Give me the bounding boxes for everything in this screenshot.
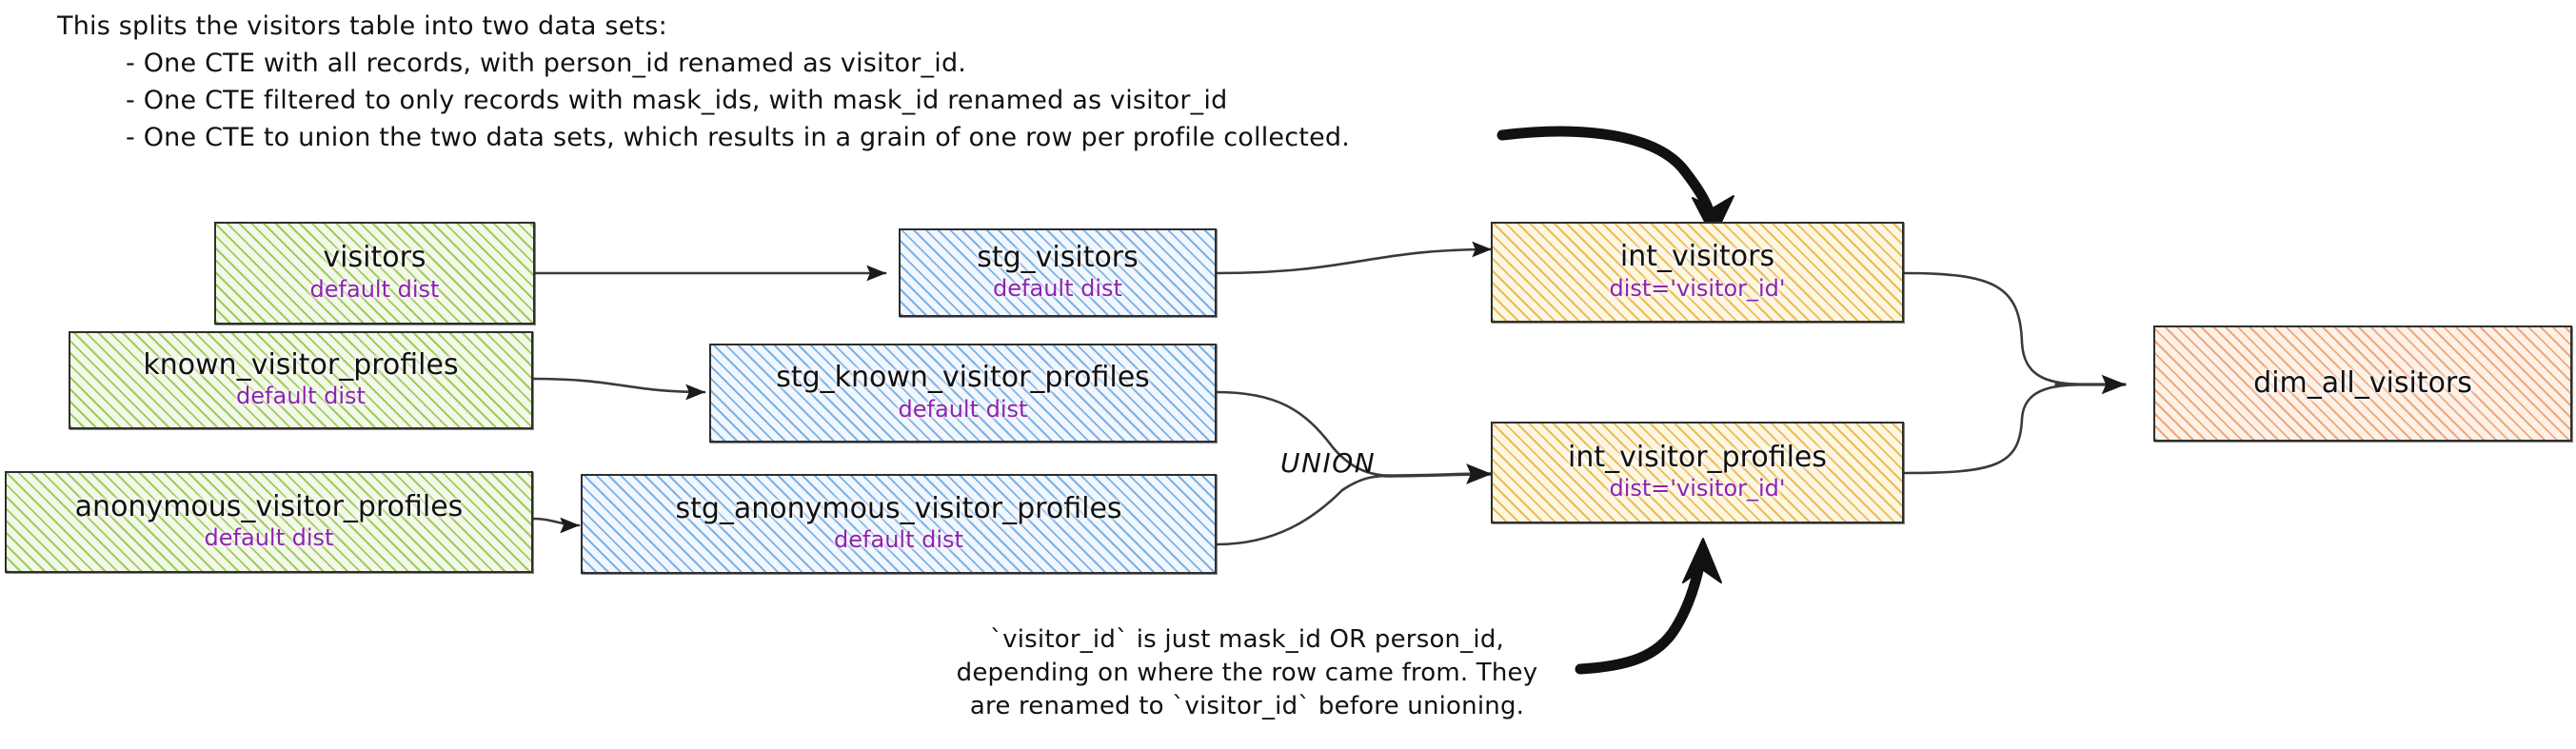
node-int-visitors-subtitle: dist='visitor_id' bbox=[1609, 274, 1786, 302]
annotation-top-bullet-1: - One CTE with all records, with person_… bbox=[126, 49, 967, 78]
annotation-bottom: `visitor_id` is just mask_id OR person_i… bbox=[923, 623, 1571, 723]
node-stg-known-visitor-profiles-subtitle: default dist bbox=[898, 395, 1028, 423]
node-stg-anonymous-visitor-profiles[interactable]: stg_anonymous_visitor_profiles default d… bbox=[581, 474, 1217, 574]
annotation-top: This splits the visitors table into two … bbox=[57, 8, 1350, 156]
node-int-visitor-profiles-subtitle: dist='visitor_id' bbox=[1609, 475, 1786, 503]
node-stg-visitors-title: stg_visitors bbox=[977, 240, 1139, 274]
edge-int-profiles-to-dim bbox=[1902, 383, 2096, 475]
node-stg-known-visitor-profiles-title: stg_known_visitor_profiles bbox=[776, 361, 1150, 395]
annotation-top-bullet-2: - One CTE filtered to only records with … bbox=[126, 86, 1228, 115]
annotation-bottom-line-1: `visitor_id` is just mask_id OR person_i… bbox=[989, 625, 1505, 654]
node-dim-all-visitors[interactable]: dim_all_visitors bbox=[2153, 325, 2572, 442]
callout-arrow-bottom bbox=[1575, 556, 1706, 675]
callout-arrowhead-bottom bbox=[1682, 538, 1722, 583]
node-anonymous-visitor-profiles[interactable]: anonymous_visitor_profiles default dist bbox=[5, 471, 533, 573]
node-stg-visitors-subtitle: default dist bbox=[993, 275, 1122, 303]
edge-anon-to-stg-anon bbox=[531, 517, 581, 534]
annotation-top-lead: This splits the visitors table into two … bbox=[57, 11, 667, 41]
node-int-visitors-title: int_visitors bbox=[1619, 240, 1775, 274]
node-stg-anonymous-visitor-profiles-subtitle: default dist bbox=[834, 526, 963, 554]
edge-int-visitors-to-dim bbox=[1902, 271, 2096, 386]
edge-known-to-stg-known bbox=[531, 377, 706, 401]
node-int-visitors[interactable]: int_visitors dist='visitor_id' bbox=[1491, 222, 1904, 323]
edge-stg-anon-to-int-profiles bbox=[1215, 474, 1401, 546]
node-stg-anonymous-visitor-profiles-title: stg_anonymous_visitor_profiles bbox=[675, 491, 1122, 525]
edge-stg-visitors-to-int-visitors bbox=[1215, 241, 1493, 275]
edge-union-junction-to-int-profiles bbox=[1383, 463, 1493, 484]
callout-arrow-top bbox=[1496, 126, 1717, 227]
node-anonymous-visitor-profiles-title: anonymous_visitor_profiles bbox=[74, 489, 464, 523]
node-visitors[interactable]: visitors default dist bbox=[214, 222, 535, 325]
node-visitors-title: visitors bbox=[323, 241, 426, 275]
node-known-visitor-profiles[interactable]: known_visitor_profiles default dist bbox=[69, 331, 533, 429]
annotation-bottom-line-3: are renamed to `visitor_id` before union… bbox=[969, 692, 1525, 720]
annotation-top-bullet-3: - One CTE to union the two data sets, wh… bbox=[126, 123, 1350, 152]
node-known-visitor-profiles-subtitle: default dist bbox=[236, 383, 366, 410]
node-known-visitor-profiles-title: known_visitor_profiles bbox=[143, 347, 459, 382]
node-int-visitor-profiles-title: int_visitor_profiles bbox=[1567, 440, 1827, 474]
annotation-bottom-line-2: depending on where the row came from. Th… bbox=[956, 659, 1538, 687]
node-int-visitor-profiles[interactable]: int_visitor_profiles dist='visitor_id' bbox=[1491, 422, 1904, 523]
node-dim-all-visitors-title: dim_all_visitors bbox=[2253, 366, 2472, 401]
node-stg-visitors[interactable]: stg_visitors default dist bbox=[899, 228, 1217, 317]
node-visitors-subtitle: default dist bbox=[309, 275, 440, 303]
union-label: UNION bbox=[1280, 447, 1377, 479]
node-anonymous-visitor-profiles-subtitle: default dist bbox=[204, 524, 334, 552]
node-stg-known-visitor-profiles[interactable]: stg_known_visitor_profiles default dist bbox=[709, 344, 1217, 443]
